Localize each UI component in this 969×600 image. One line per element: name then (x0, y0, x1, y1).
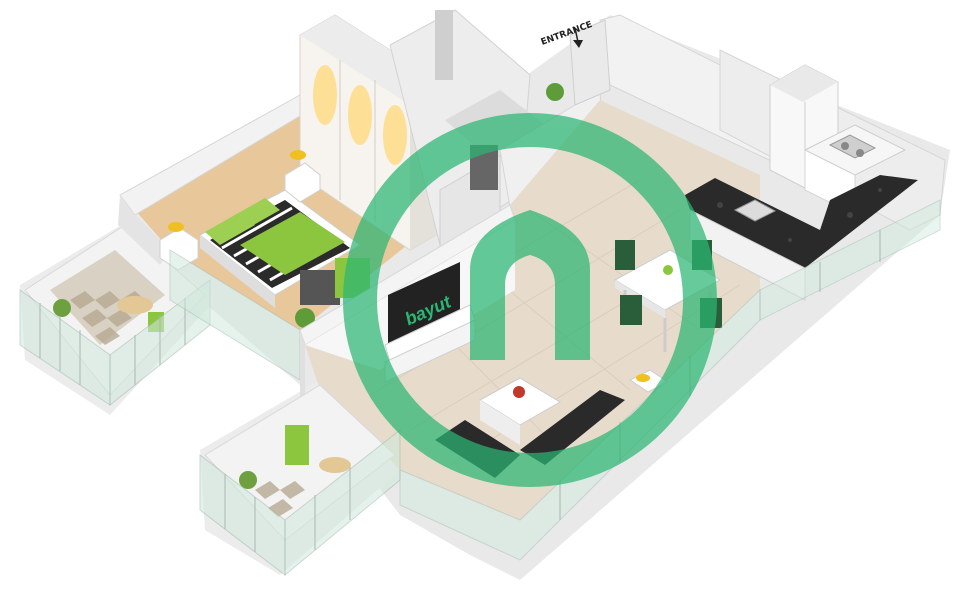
flowers-icon (513, 386, 525, 398)
nightstand-right (284, 162, 321, 203)
lamp-icon (636, 374, 650, 382)
balcony-plant (53, 299, 71, 317)
front-balcony (199, 384, 401, 577)
sofa-right (520, 390, 625, 465)
cooktop-icon (828, 134, 877, 159)
balcony-table (319, 457, 351, 473)
lamp-icon (168, 222, 184, 232)
bedroom-plant (295, 308, 315, 328)
centerpiece-icon (663, 265, 673, 275)
dining-chair (620, 295, 642, 325)
kitchen-counter (685, 175, 918, 301)
bed (199, 189, 361, 308)
tv: bayut (384, 262, 476, 383)
balcony-plant (239, 471, 257, 489)
entrance-plant (546, 83, 564, 101)
sink-icon (733, 199, 777, 222)
ottoman (300, 270, 340, 305)
balcony-table (117, 296, 153, 314)
entrance-arrow-head (573, 40, 583, 48)
balcony-chair (285, 425, 309, 465)
lamp-icon (290, 150, 306, 160)
shower-panel (435, 10, 453, 80)
kitchen (546, 14, 946, 301)
entrance-arrow-icon (574, 27, 579, 43)
bayut-logo-icon (343, 113, 717, 487)
dining-chair (615, 240, 635, 270)
glass-facade (399, 199, 941, 561)
coffee-table (479, 377, 561, 426)
